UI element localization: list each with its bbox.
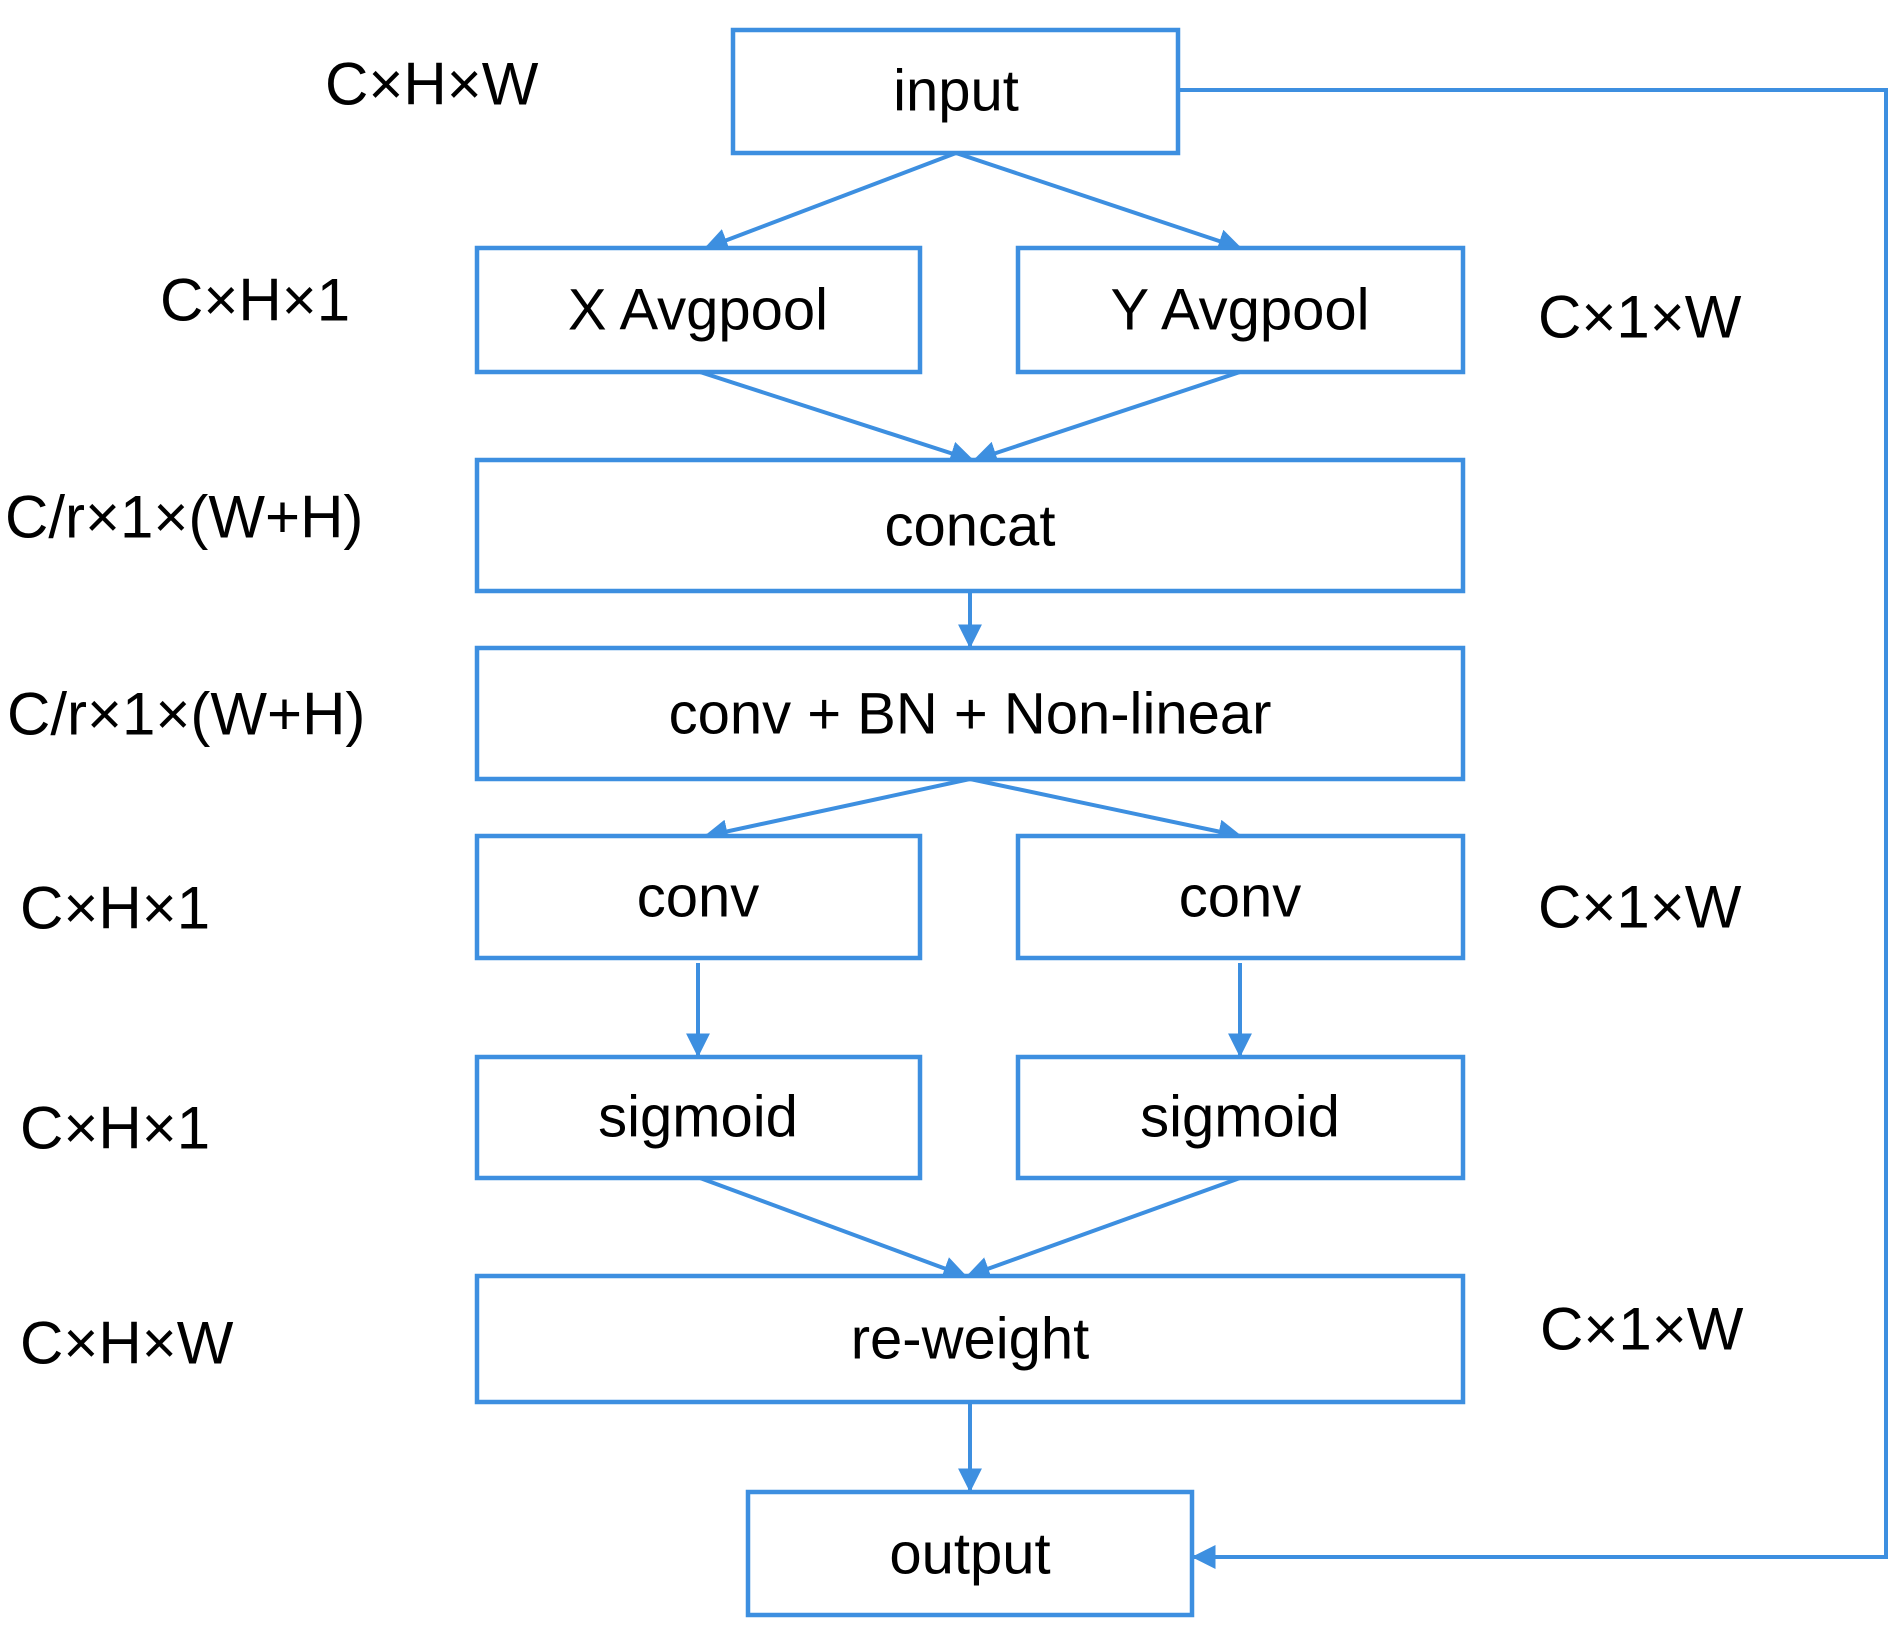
dim-label-concat: C/r×1×(W+H) [5, 484, 363, 551]
node-output-label: output [889, 1522, 1050, 1587]
node-output: output [745, 1489, 1195, 1618]
node-input-label: input [893, 59, 1019, 124]
node-y-avgpool-label: Y Avgpool [1110, 278, 1369, 343]
dim-label-input: C×H×W [325, 51, 539, 118]
dim-label-sigmoid-left: C×H×1 [20, 1095, 210, 1162]
node-conv-right: conv [1015, 833, 1466, 961]
node-y-avgpool: Y Avgpool [1015, 245, 1466, 375]
dim-label-conv-right: C×1×W [1538, 874, 1742, 941]
edge-sigmoid-left-to-reweight [699, 1176, 968, 1280]
edge-input-to-x-avgpool [703, 151, 957, 252]
dimension-labels: C×H×W C×H×1 C×1×W C/r×1×(W+H) C/r×1×(W+H… [5, 51, 1744, 1377]
node-sigmoid-left-label: sigmoid [598, 1085, 798, 1150]
node-conv-left-label: conv [637, 865, 760, 930]
edge-x-avgpool-to-concat [699, 370, 975, 465]
node-conv-bn-nonlinear: conv + BN + Non-linear [474, 645, 1466, 782]
node-sigmoid-left: sigmoid [474, 1054, 923, 1181]
node-sigmoid-right-label: sigmoid [1140, 1085, 1340, 1150]
dim-label-reweight-right: C×1×W [1540, 1296, 1744, 1363]
edge-y-avgpool-to-concat [972, 370, 1241, 465]
dim-label-reweight-left: C×H×W [20, 1310, 234, 1377]
edges [686, 88, 1888, 1569]
node-sigmoid-right: sigmoid [1015, 1054, 1466, 1181]
dim-label-x-avgpool: C×H×1 [160, 267, 350, 334]
dim-label-y-avgpool: C×1×W [1538, 284, 1742, 351]
edge-conv-bn-to-conv-right [969, 777, 1243, 844]
node-reweight-label: re-weight [851, 1307, 1090, 1372]
node-input: input [730, 27, 1181, 156]
node-reweight: re-weight [474, 1273, 1466, 1405]
edge-input-skip-to-output [1178, 88, 1888, 1569]
node-conv-bn-nonlinear-label: conv + BN + Non-linear [669, 682, 1272, 747]
edge-sigmoid-right-to-reweight [965, 1176, 1241, 1280]
edge-conv-bn-to-conv-left [703, 777, 971, 844]
dim-label-conv-left: C×H×1 [20, 875, 210, 942]
node-x-avgpool-label: X Avgpool [568, 278, 828, 343]
edge-input-to-y-avgpool [955, 151, 1243, 253]
node-concat: concat [474, 457, 1466, 594]
node-conv-right-label: conv [1179, 865, 1302, 930]
node-x-avgpool: X Avgpool [474, 245, 923, 375]
node-concat-label: concat [885, 494, 1056, 559]
node-conv-left: conv [474, 833, 923, 961]
dim-label-conv-bn: C/r×1×(W+H) [7, 681, 365, 748]
